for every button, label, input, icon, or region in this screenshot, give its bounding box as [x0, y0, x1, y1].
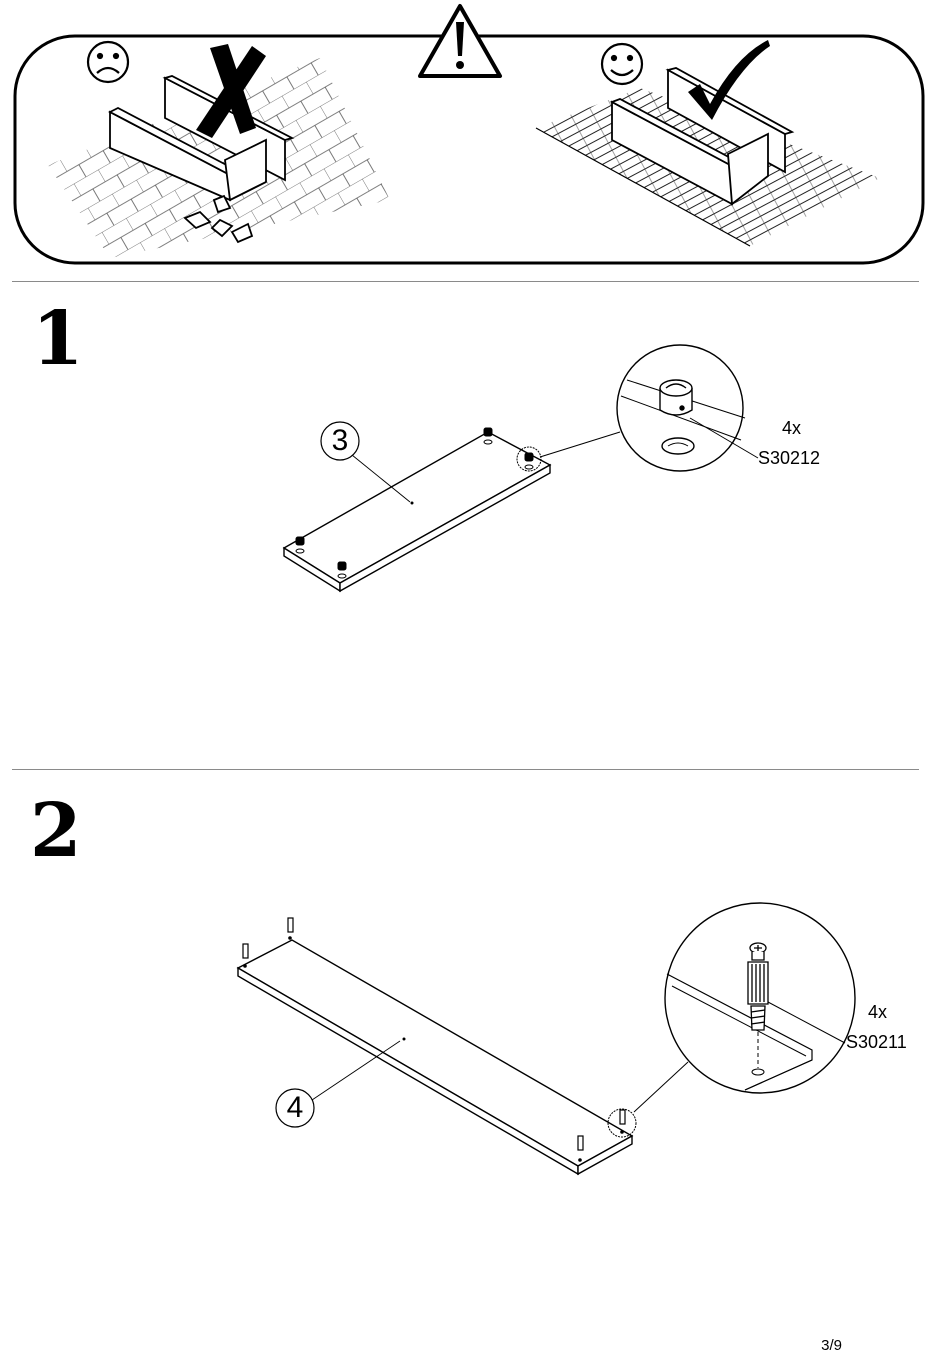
part-callout-number: 4 [276, 1093, 314, 1123]
hardware-quantity: 4x [868, 1003, 887, 1021]
dowel-detail-magnifier [665, 903, 855, 1093]
panel-4-illustration [238, 940, 632, 1174]
hardware-code: S30211 [846, 1033, 907, 1051]
panel-center-mark [403, 1038, 406, 1041]
page-number: 3/9 [821, 1337, 842, 1354]
